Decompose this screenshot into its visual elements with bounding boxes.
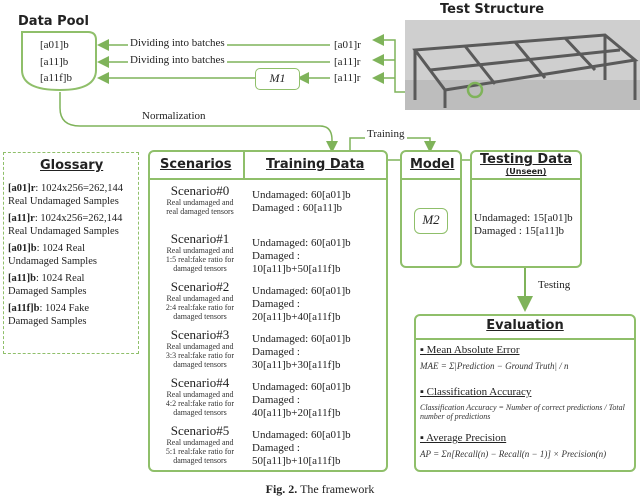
glossary-title: Glossary [40,158,104,173]
evaluation-panel [414,314,636,472]
metric-name: ▪ Average Precision [420,432,507,444]
dividing-label-2: Dividing into batches [128,54,227,67]
caption-fig: Fig. 2. [265,482,298,496]
normalization-label: Normalization [142,110,206,122]
r-item-3: [a11]r [334,72,361,84]
m2-box: M2 [414,208,448,234]
r-item-1: [a01]r [334,39,361,51]
model-title: Model [410,157,455,172]
testing-header-rule [470,178,582,180]
header-rule [148,178,388,180]
evaluation-header-rule [414,338,636,340]
testing-undamaged: Undamaged: 15[a01]b [474,212,573,224]
training-label: Training [365,128,407,141]
pool-item-2: [a11]b [40,56,69,68]
metric-formula: AP = Σn[Recall(n) − Recall(n − 1)] × Pre… [420,449,607,459]
test-structure-title: Test Structure [440,2,545,17]
testing-subtitle: (Unseen) [505,167,547,176]
pool-item-1: [a01]b [40,39,69,51]
evaluation-title: Evaluation [486,318,564,333]
r-item-2: [a11]r [334,56,361,68]
test-structure-photo [405,20,640,110]
testing-panel [470,150,582,268]
caption-text: The framework [300,482,375,496]
data-pool-title: Data Pool [18,14,89,29]
metric-formula: MAE = Σ|Prediction − Ground Truth| / n [420,361,569,371]
m1-box: M1 [255,68,300,90]
training-data-title: Training Data [266,157,365,172]
metric-ap: ▪ Average Precision AP = Σn[Recall(n) − … [420,432,632,459]
m1-label: M1 [269,71,286,85]
testing-damaged: Damaged : 15[a11]b [474,225,565,237]
scenarios-divider [243,150,245,180]
scenarios-training-panel [148,150,388,472]
metric-formula: Classification Accuracy = Number of corr… [420,403,625,421]
glossary-panel [3,152,139,354]
pool-item-3: [a11f]b [40,72,72,84]
model-header-rule [400,178,462,180]
testing-label: Testing [538,279,571,291]
testing-title: Testing Data [479,152,572,167]
data-pool-container [21,31,97,92]
metric-name: ▪ Classification Accuracy [420,386,532,398]
m2-label: M2 [422,212,440,227]
scenarios-title: Scenarios [160,157,232,172]
metric-accuracy: ▪ Classification Accuracy Classification… [420,386,632,421]
dividing-label-1: Dividing into batches [128,37,227,50]
frame-structure-image [405,20,640,110]
arrow-normalization [59,92,338,153]
metric-mae: ▪ Mean Absolute Error MAE = Σ|Prediction… [420,344,632,371]
figure-caption: Fig. 2. The framework [0,482,640,497]
metric-name: ▪ Mean Absolute Error [420,344,520,356]
